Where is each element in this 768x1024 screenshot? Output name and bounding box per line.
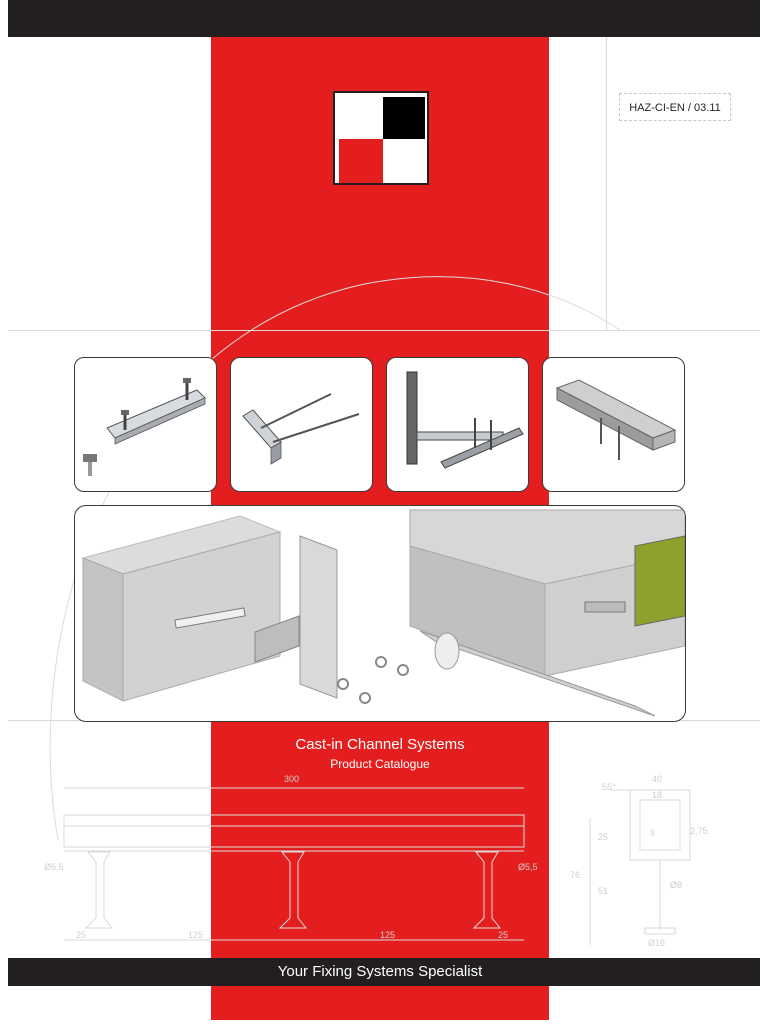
product-image-channel-with-rods <box>230 357 373 492</box>
dim-spacing-left: 25 <box>76 930 86 940</box>
dim-spacing-mid-right: 125 <box>380 930 395 940</box>
product-image-channel-bracket-assembly <box>386 357 529 492</box>
dim-section-inner: 9 <box>650 828 655 838</box>
dim-section-head-dia: Ø16 <box>648 938 665 948</box>
dim-section-bolt-dia: Ø8 <box>670 880 682 890</box>
document-code: HAZ-CI-EN / 03.11 <box>619 93 731 121</box>
guide-line-vertical <box>606 37 607 330</box>
dim-section-total-height: 76 <box>570 870 580 880</box>
dim-anchor-dia-right: Ø5,5 <box>518 862 538 872</box>
product-image-channel-in-concrete <box>542 357 685 492</box>
dim-spacing-mid-left: 125 <box>188 930 203 940</box>
hero-product-photo <box>74 505 686 722</box>
dim-anchor-dia-left: Ø5,5 <box>44 862 64 872</box>
bottom-bar <box>8 958 760 986</box>
dim-section-height-top: 25 <box>598 832 608 842</box>
guide-line-top <box>8 330 760 331</box>
dim-section-anchor-height: 51 <box>598 886 608 896</box>
tagline: Your Fixing Systems Specialist <box>277 963 483 980</box>
dim-section-angle: 55° <box>602 782 616 792</box>
dim-section-thickness: 2,75 <box>690 826 708 836</box>
catalogue-subtitle: Product Catalogue <box>330 757 430 771</box>
dim-section-width: 40 <box>652 774 662 784</box>
dim-spacing-right: 25 <box>498 930 508 940</box>
product-image-channel-with-bolts <box>74 357 217 492</box>
top-bar <box>8 0 760 37</box>
catalogue-title: Cast-in Channel Systems <box>295 736 465 753</box>
dim-overall-length: 300 <box>284 774 299 784</box>
company-logo <box>333 91 429 185</box>
dim-section-opening: 18 <box>652 790 662 800</box>
